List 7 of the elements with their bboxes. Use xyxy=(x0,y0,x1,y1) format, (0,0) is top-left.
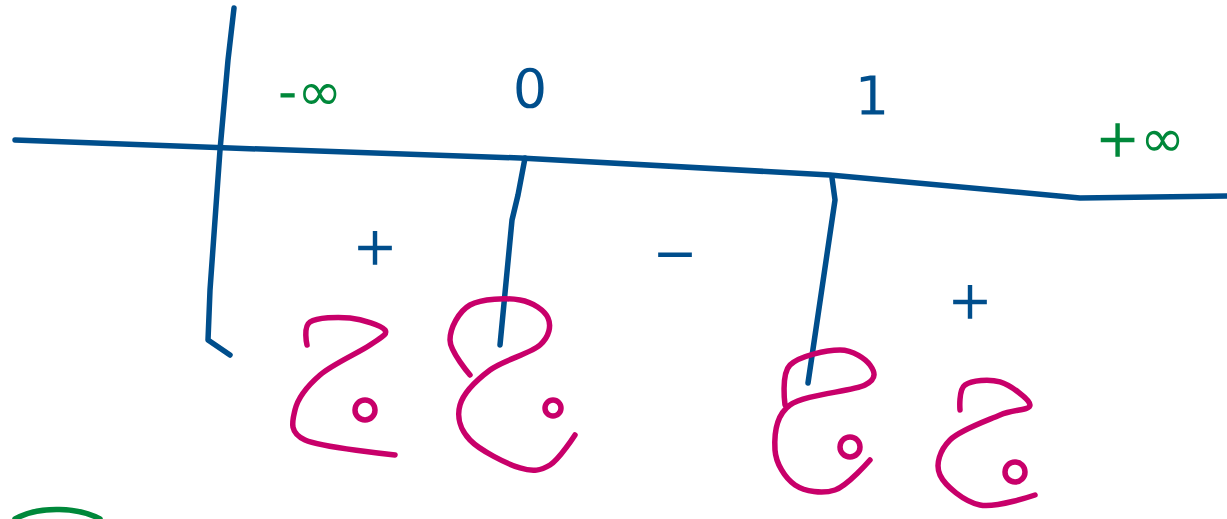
sign-symbol: + xyxy=(953,285,987,319)
sign-symbol: − xyxy=(658,252,692,257)
interval-bound: -∞ xyxy=(280,83,337,105)
tick-value: 0 xyxy=(516,67,544,109)
sign-symbol: + xyxy=(358,231,392,265)
interval-bound: +∞ xyxy=(1100,123,1180,157)
tick-value: 1 xyxy=(860,75,885,115)
